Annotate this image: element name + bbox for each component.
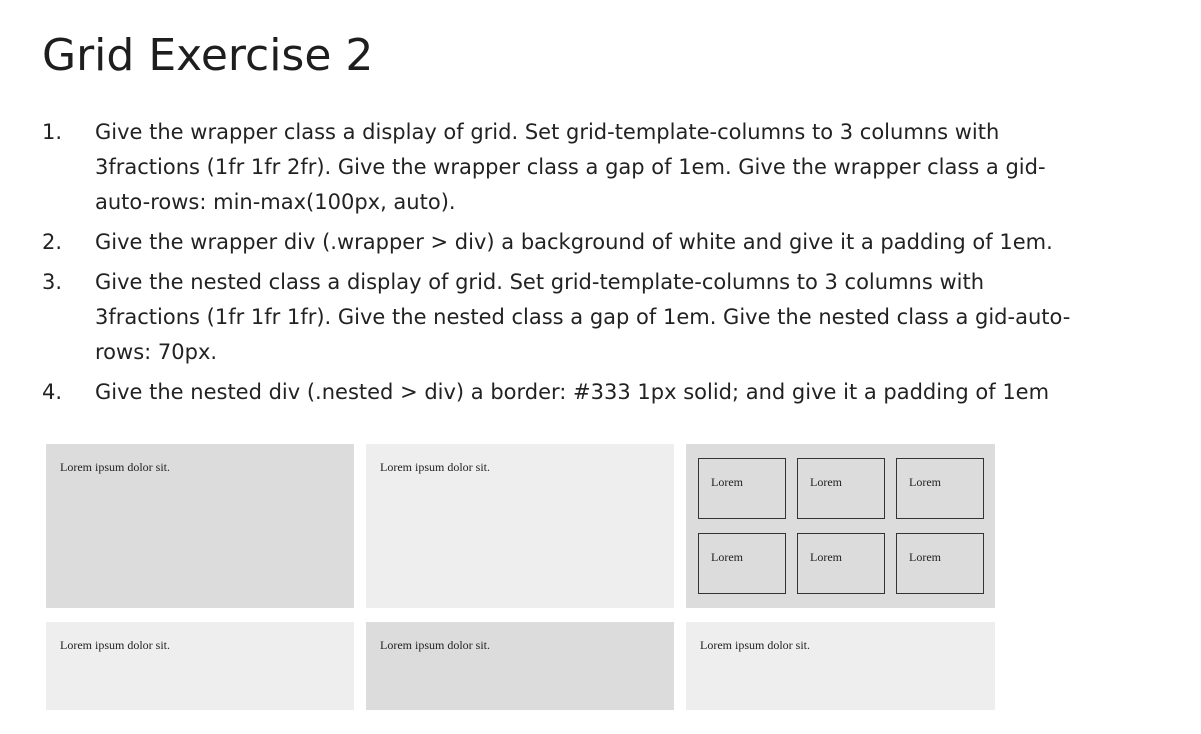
- example-grid-screenshot: Lorem ipsum dolor sit. Lorem ipsum dolor…: [46, 444, 995, 710]
- grid-cell: Lorem ipsum dolor sit.: [686, 622, 995, 710]
- grid-cell: Lorem ipsum dolor sit.: [366, 444, 674, 608]
- nested-item-text: Lorem: [909, 475, 941, 489]
- nested-item-text: Lorem: [711, 550, 743, 564]
- instruction-number: 2.: [42, 230, 63, 254]
- grid-cell: Lorem ipsum dolor sit.: [366, 622, 674, 710]
- grid-cell-text: Lorem ipsum dolor sit.: [380, 638, 490, 652]
- instruction-line: Give the nested div (.nested > div) a bo…: [95, 380, 1050, 404]
- instruction-number: 4.: [42, 380, 63, 404]
- nested-grid-item: Lorem: [896, 458, 984, 519]
- instruction-item: 4. Give the nested div (.nested > div) a…: [42, 375, 1182, 410]
- instruction-item: 3. Give the nested class a display of gr…: [42, 265, 1182, 370]
- nested-grid-item: Lorem: [698, 533, 786, 594]
- instruction-line: auto-rows: min-max(100px, auto).: [95, 190, 456, 214]
- grid-cell: Lorem ipsum dolor sit.: [46, 622, 354, 710]
- grid-cell: Lorem ipsum dolor sit.: [46, 444, 354, 608]
- nested-grid-item: Lorem: [698, 458, 786, 519]
- instruction-line: 3fractions (1fr 1fr 1fr). Give the neste…: [95, 305, 1071, 329]
- nested-grid-container: Lorem Lorem Lorem Lorem Lorem Lorem: [686, 444, 995, 608]
- instruction-line: 3fractions (1fr 1fr 2fr). Give the wrapp…: [95, 155, 1046, 179]
- grid-cell-text: Lorem ipsum dolor sit.: [380, 460, 490, 474]
- nested-item-text: Lorem: [810, 475, 842, 489]
- nested-grid-item: Lorem: [797, 533, 885, 594]
- grid-cell-text: Lorem ipsum dolor sit.: [60, 460, 170, 474]
- instruction-line: Give the wrapper div (.wrapper > div) a …: [95, 230, 1053, 254]
- instruction-number: 3.: [42, 270, 63, 294]
- instruction-item: 1. Give the wrapper class a display of g…: [42, 115, 1182, 220]
- instruction-line: rows: 70px.: [95, 340, 218, 364]
- nested-item-text: Lorem: [711, 475, 743, 489]
- instruction-line: Give the wrapper class a display of grid…: [95, 120, 1000, 144]
- grid-cell-text: Lorem ipsum dolor sit.: [700, 638, 810, 652]
- page-title: Grid Exercise 2: [42, 30, 374, 81]
- instructions-list: 1. Give the wrapper class a display of g…: [42, 115, 1182, 410]
- nested-item-text: Lorem: [810, 550, 842, 564]
- instruction-line: Give the nested class a display of grid.…: [95, 270, 985, 294]
- nested-item-text: Lorem: [909, 550, 941, 564]
- nested-grid-item: Lorem: [797, 458, 885, 519]
- grid-cell-text: Lorem ipsum dolor sit.: [60, 638, 170, 652]
- instruction-number: 1.: [42, 120, 63, 144]
- instruction-item: 2. Give the wrapper div (.wrapper > div)…: [42, 225, 1182, 260]
- nested-grid-item: Lorem: [896, 533, 984, 594]
